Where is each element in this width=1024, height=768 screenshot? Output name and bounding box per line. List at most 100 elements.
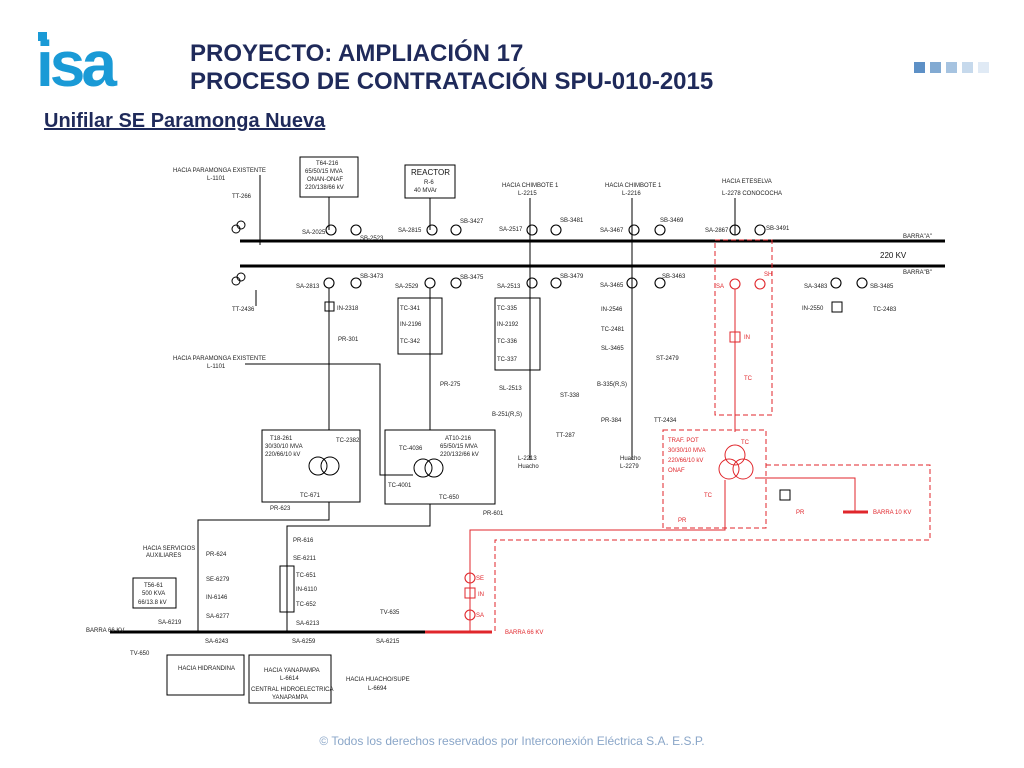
isa-logo: isa <box>36 30 121 94</box>
svg-text:TV-635: TV-635 <box>380 610 400 616</box>
svg-text:IN-6146: IN-6146 <box>206 595 228 601</box>
svg-text:BARRA 66 KV: BARRA 66 KV <box>505 630 543 636</box>
svg-text:TV-650: TV-650 <box>130 651 150 657</box>
svg-text:TC: TC <box>741 440 750 446</box>
tt-2436: TT-2436 <box>232 307 255 313</box>
svg-text:SB-2523: SB-2523 <box>360 236 384 242</box>
svg-text:SA-6259: SA-6259 <box>292 639 316 645</box>
svg-text:AUXILIARES: AUXILIARES <box>146 553 181 559</box>
svg-text:SA-6243: SA-6243 <box>205 639 229 645</box>
svg-text:TC-342: TC-342 <box>400 339 421 345</box>
svg-text:HACIA CHIMBOTE 1: HACIA CHIMBOTE 1 <box>502 183 559 189</box>
svg-text:TC: TC <box>744 376 753 382</box>
svg-text:PR-301: PR-301 <box>338 337 359 343</box>
svg-text:SB-3475: SB-3475 <box>460 275 484 281</box>
svg-text:PR-601: PR-601 <box>483 511 504 517</box>
svg-text:TT-287: TT-287 <box>556 433 576 439</box>
svg-text:BARRA 10 KV: BARRA 10 KV <box>873 510 911 516</box>
svg-text:TC-650: TC-650 <box>439 495 460 501</box>
svg-text:TC-2481: TC-2481 <box>601 327 625 333</box>
svg-text:SA-3467: SA-3467 <box>600 228 624 234</box>
svg-text:SA-6219: SA-6219 <box>158 620 182 626</box>
svg-text:B-251(R,S): B-251(R,S) <box>492 412 522 418</box>
page-title: PROYECTO: AMPLIACIÓN 17 PROCESO DE CONTR… <box>190 40 713 96</box>
copyright-footer: © Todos los derechos reservados por Inte… <box>319 734 705 748</box>
svg-text:YANAPAMPA: YANAPAMPA <box>272 695 308 701</box>
svg-text:B-335(R,S): B-335(R,S) <box>597 382 627 388</box>
svg-text:ONAN-ONAF: ONAN-ONAF <box>307 177 343 183</box>
svg-text:IN: IN <box>744 335 750 341</box>
svg-text:SA-2529: SA-2529 <box>395 284 419 290</box>
svg-text:SB-3481: SB-3481 <box>560 218 584 224</box>
svg-text:65/50/15 MVA: 65/50/15 MVA <box>440 444 478 450</box>
svg-text:500 KVA: 500 KVA <box>142 591 165 597</box>
svg-text:30/30/10 MVA: 30/30/10 MVA <box>668 448 706 454</box>
page-subtitle: Unifilar SE Paramonga Nueva <box>44 110 326 132</box>
svg-text:SB-3485: SB-3485 <box>870 284 894 290</box>
svg-text:66/13.8 kV: 66/13.8 kV <box>138 600 167 606</box>
svg-text:HACIA YANAPAMPA: HACIA YANAPAMPA <box>264 668 320 674</box>
svg-text:SA-3465: SA-3465 <box>600 283 624 289</box>
svg-text:TC-341: TC-341 <box>400 306 421 312</box>
svg-text:SA-2517: SA-2517 <box>499 227 523 233</box>
title-line-1: PROYECTO: AMPLIACIÓN 17 <box>190 40 524 67</box>
svg-text:40 MVAr: 40 MVAr <box>414 188 437 194</box>
svg-text:TC-671: TC-671 <box>300 493 321 499</box>
svg-text:HACIA HUACHO/SUPE: HACIA HUACHO/SUPE <box>346 677 410 683</box>
svg-text:SB-3463: SB-3463 <box>662 274 686 280</box>
svg-text:SA-6213: SA-6213 <box>296 621 320 627</box>
svg-text:SE: SE <box>476 576 484 582</box>
svg-text:HACIA SERVICIOS: HACIA SERVICIOS <box>143 546 195 552</box>
svg-text:IN-2196: IN-2196 <box>400 322 422 328</box>
svg-text:SL-2513: SL-2513 <box>499 386 522 392</box>
svg-text:220/66/10 kV: 220/66/10 kV <box>265 452 300 458</box>
busbar-a-label: BARRA"A" <box>903 234 932 240</box>
svg-text:SA-3483: SA-3483 <box>804 284 828 290</box>
svg-text:TC-2382: TC-2382 <box>336 438 360 444</box>
svg-text:AT10-216: AT10-216 <box>445 436 472 442</box>
svg-text:220/138/66 kV: 220/138/66 kV <box>305 185 344 191</box>
svg-text:SH: SH <box>764 272 772 278</box>
bus-220-label: 220 KV <box>880 251 907 260</box>
svg-text:SB-3469: SB-3469 <box>660 218 684 224</box>
svg-text:Huacho: Huacho <box>518 464 539 470</box>
svg-text:SB-3473: SB-3473 <box>360 274 384 280</box>
svg-text:TC-4036: TC-4036 <box>399 446 423 452</box>
svg-text:SA-2813: SA-2813 <box>296 284 320 290</box>
svg-text:TC-4001: TC-4001 <box>388 483 412 489</box>
svg-text:L-2213: L-2213 <box>518 456 537 462</box>
svg-text:SA: SA <box>476 613 484 619</box>
svg-text:HACIA PARAMONGA EXISTENTE: HACIA PARAMONGA EXISTENTE <box>173 356 266 362</box>
svg-text:TC-337: TC-337 <box>497 357 518 363</box>
svg-text:TC-652: TC-652 <box>296 602 317 608</box>
svg-text:SA-2025: SA-2025 <box>302 230 326 236</box>
svg-text:SB-3427: SB-3427 <box>460 219 484 225</box>
svg-text:Huacho: Huacho <box>620 456 641 462</box>
svg-text:TC-335: TC-335 <box>497 306 518 312</box>
svg-text:SL-3465: SL-3465 <box>601 346 624 352</box>
svg-text:TC-336: TC-336 <box>497 339 518 345</box>
svg-text:SA-6215: SA-6215 <box>376 639 400 645</box>
t18-box <box>261 429 361 503</box>
svg-text:L-2279: L-2279 <box>620 464 639 470</box>
svg-text:L-2216: L-2216 <box>622 191 641 197</box>
svg-text:SB-3491: SB-3491 <box>766 226 790 232</box>
svg-text:PR-275: PR-275 <box>440 382 461 388</box>
svg-text:SA-2513: SA-2513 <box>497 284 521 290</box>
svg-text:T64-216: T64-216 <box>316 161 339 167</box>
svg-text:L-6614: L-6614 <box>280 676 299 682</box>
svg-text:ST-2479: ST-2479 <box>656 356 679 362</box>
svg-text:ST-338: ST-338 <box>560 393 580 399</box>
svg-text:220/66/10 kV: 220/66/10 kV <box>668 458 703 464</box>
svg-text:TRAF. POT: TRAF. POT <box>668 438 699 444</box>
svg-text:T56-61: T56-61 <box>144 583 164 589</box>
svg-text:PR-384: PR-384 <box>601 418 622 424</box>
svg-text:R-6: R-6 <box>424 180 434 186</box>
svg-text:IN: IN <box>478 592 484 598</box>
tt-266: TT-266 <box>232 194 252 200</box>
svg-text:TT-2434: TT-2434 <box>654 418 677 424</box>
svg-text:TC: TC <box>704 493 713 499</box>
svg-text:PR-624: PR-624 <box>206 552 227 558</box>
svg-text:ONAF: ONAF <box>668 468 685 474</box>
